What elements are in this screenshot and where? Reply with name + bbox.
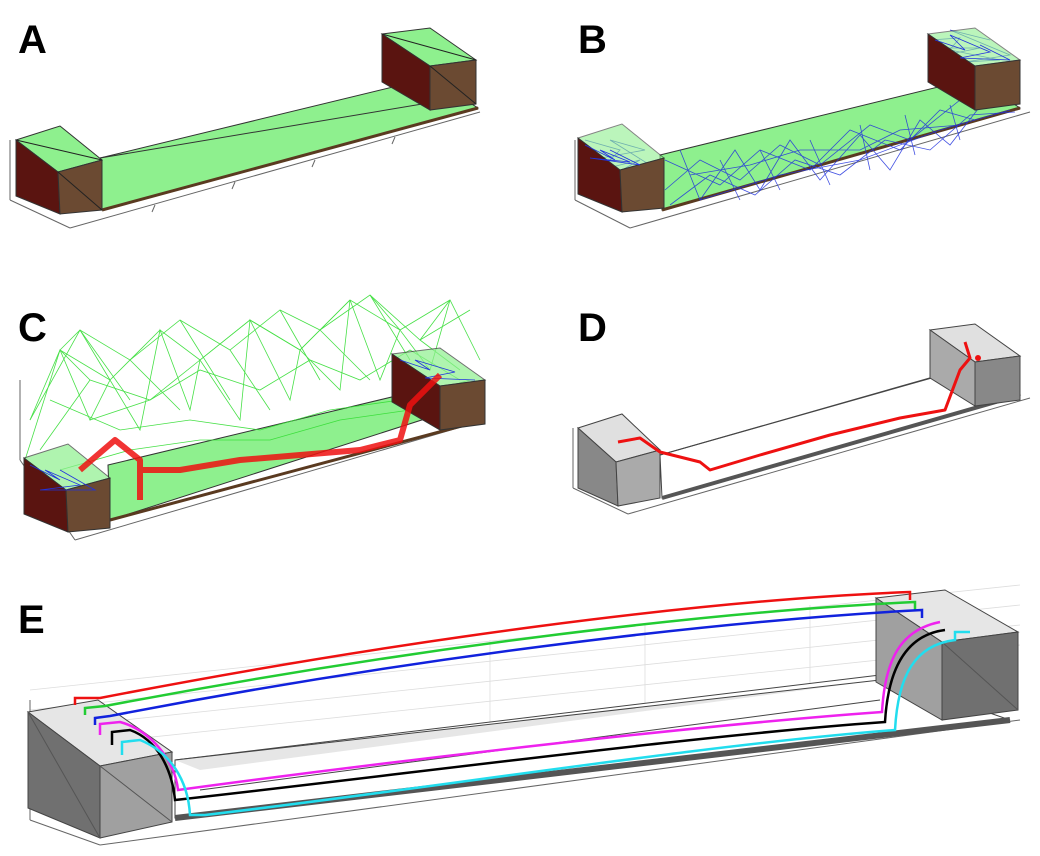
route-green (83, 600, 917, 715)
route-blue (93, 608, 924, 725)
panel-label-d: D (578, 306, 607, 350)
roadmap-graph (24, 294, 481, 471)
route-black (110, 628, 946, 802)
route-red (73, 590, 912, 705)
panel-label-e: E (18, 598, 45, 642)
panel-d-model (572, 323, 1031, 515)
panel-c-model (19, 294, 487, 541)
route-cyan (120, 630, 970, 817)
panel-b-model (574, 27, 1031, 229)
panel-e-model (26, 584, 1021, 846)
panel-label-a: A (18, 18, 47, 62)
triangulation-mesh (584, 29, 1016, 206)
route-set (73, 590, 970, 817)
panel-label-c: C (18, 306, 47, 350)
panel-label-b: B (578, 18, 607, 62)
planned-path (617, 341, 972, 472)
planned-path (78, 372, 443, 500)
panel-a-model (9, 27, 481, 229)
